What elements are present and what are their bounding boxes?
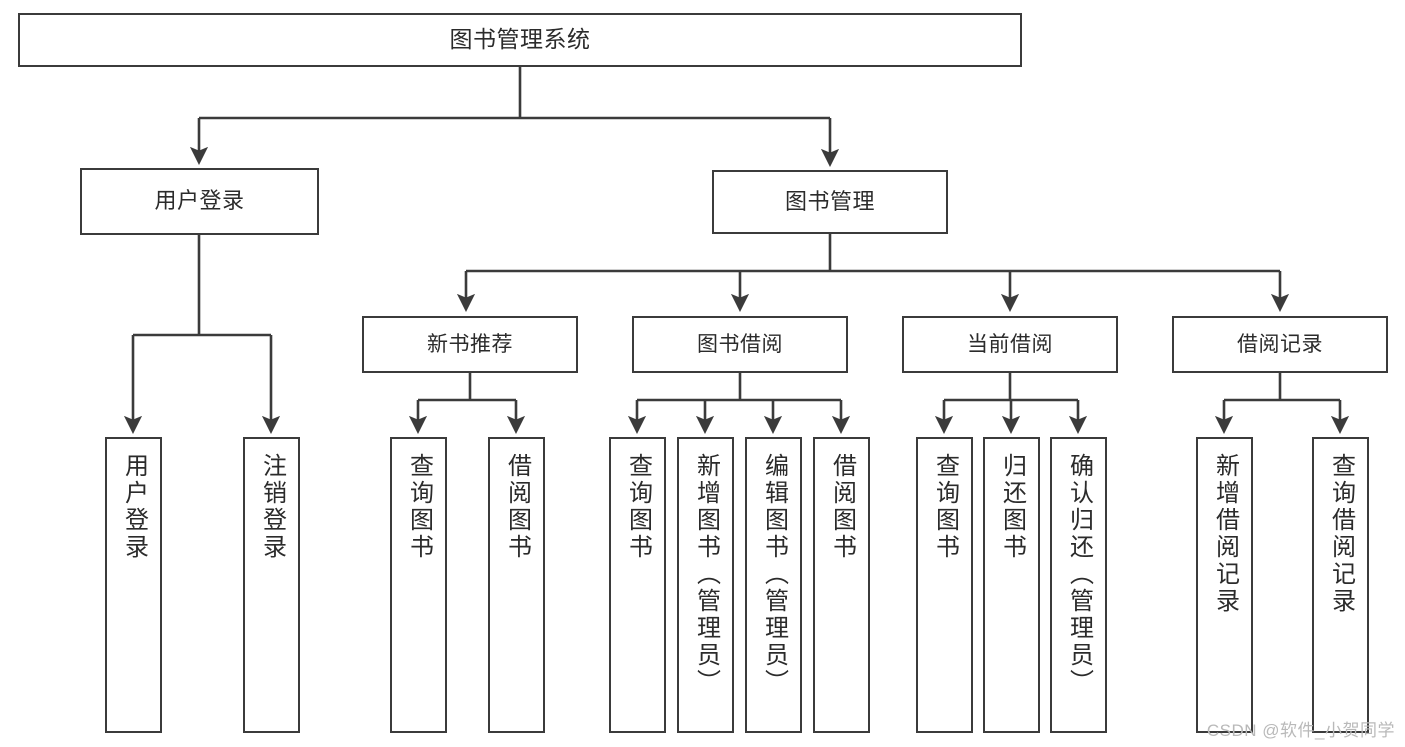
node-leaf-borrow-books[interactable]: 借阅图书 bbox=[813, 437, 870, 733]
node-leaf-add-book-admin[interactable]: 新增图书（管理员） bbox=[677, 437, 734, 733]
node-root[interactable]: 图书管理系统 bbox=[18, 13, 1022, 67]
node-leaf-query-borrow-record-label: 查询借阅记录 bbox=[1327, 453, 1355, 615]
node-leaf-confirm-return-admin-label: 确认归还（管理员） bbox=[1065, 453, 1093, 696]
node-book-borrow[interactable]: 图书借阅 bbox=[632, 316, 848, 373]
node-leaf-logout-label: 注销登录 bbox=[258, 453, 286, 561]
node-leaf-borrow-books-label: 借阅图书 bbox=[828, 453, 856, 561]
node-root-label: 图书管理系统 bbox=[449, 26, 591, 53]
node-leaf-query-books-recommend-label: 查询图书 bbox=[405, 453, 433, 561]
watermark: CSDN @软件_小贺同学 bbox=[1206, 721, 1395, 740]
node-new-book-recommend[interactable]: 新书推荐 bbox=[362, 316, 578, 373]
node-book-management-label: 图书管理 bbox=[784, 188, 875, 214]
node-leaf-add-borrow-record-label: 新增借阅记录 bbox=[1211, 453, 1239, 615]
node-leaf-add-book-admin-label: 新增图书（管理员） bbox=[692, 453, 720, 696]
node-leaf-query-borrow-record[interactable]: 查询借阅记录 bbox=[1312, 437, 1369, 733]
node-leaf-return-books-label: 归还图书 bbox=[998, 453, 1026, 561]
node-user-login[interactable]: 用户登录 bbox=[80, 168, 319, 235]
node-leaf-query-books-borrow-label: 查询图书 bbox=[624, 453, 652, 561]
node-leaf-borrow-books-recommend[interactable]: 借阅图书 bbox=[488, 437, 545, 733]
node-leaf-user-login[interactable]: 用户登录 bbox=[105, 437, 162, 733]
node-leaf-user-login-label: 用户登录 bbox=[120, 453, 148, 561]
node-borrow-records[interactable]: 借阅记录 bbox=[1172, 316, 1388, 373]
node-leaf-query-books-current[interactable]: 查询图书 bbox=[916, 437, 973, 733]
node-leaf-query-books-recommend[interactable]: 查询图书 bbox=[390, 437, 447, 733]
node-user-login-label: 用户登录 bbox=[154, 188, 245, 214]
node-leaf-query-books-borrow[interactable]: 查询图书 bbox=[609, 437, 666, 733]
node-new-book-recommend-label: 新书推荐 bbox=[427, 332, 513, 356]
node-leaf-add-borrow-record[interactable]: 新增借阅记录 bbox=[1196, 437, 1253, 733]
node-leaf-confirm-return-admin[interactable]: 确认归还（管理员） bbox=[1050, 437, 1107, 733]
node-book-borrow-label: 图书借阅 bbox=[697, 332, 783, 356]
node-current-borrow-label: 当前借阅 bbox=[967, 332, 1053, 356]
node-book-management[interactable]: 图书管理 bbox=[712, 170, 948, 234]
node-leaf-return-books[interactable]: 归还图书 bbox=[983, 437, 1040, 733]
node-leaf-edit-book-admin[interactable]: 编辑图书（管理员） bbox=[745, 437, 802, 733]
node-leaf-borrow-books-recommend-label: 借阅图书 bbox=[503, 453, 531, 561]
node-leaf-query-books-current-label: 查询图书 bbox=[931, 453, 959, 561]
node-borrow-records-label: 借阅记录 bbox=[1237, 332, 1323, 356]
node-current-borrow[interactable]: 当前借阅 bbox=[902, 316, 1118, 373]
node-leaf-edit-book-admin-label: 编辑图书（管理员） bbox=[760, 453, 788, 696]
node-leaf-logout[interactable]: 注销登录 bbox=[243, 437, 300, 733]
